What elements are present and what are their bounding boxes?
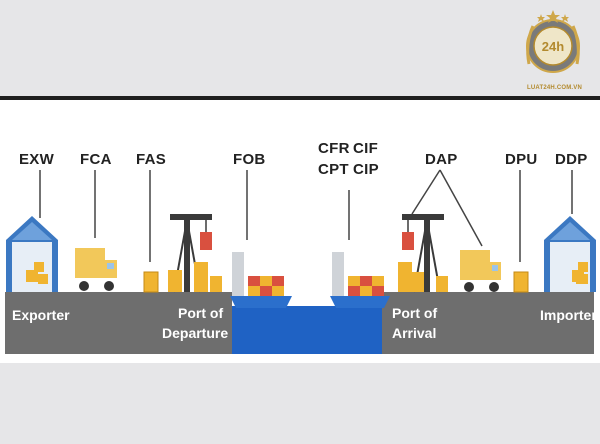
top-band bbox=[0, 0, 600, 96]
term-fca: FCA bbox=[80, 151, 112, 168]
fca-truck bbox=[75, 248, 117, 291]
place-exporter: Exporter bbox=[12, 307, 70, 323]
term-dpu: DPU bbox=[505, 151, 538, 168]
logo-emblem: 24h bbox=[526, 10, 580, 73]
arrival-crane bbox=[398, 214, 448, 293]
place-port-departure-line1: Port of bbox=[178, 305, 224, 321]
fas-cargo bbox=[143, 271, 159, 293]
importer-warehouse bbox=[544, 216, 596, 292]
pointer-dap-port bbox=[411, 169, 441, 215]
arrival-ship bbox=[330, 252, 390, 308]
place-port-arrival-line1: Port of bbox=[392, 305, 438, 321]
place-importer: Importer bbox=[540, 307, 597, 323]
term-cip: CIP bbox=[353, 161, 379, 178]
place-port-departure-line2: Departure bbox=[162, 325, 229, 341]
term-cif: CIF bbox=[353, 140, 379, 157]
term-fas: FAS bbox=[136, 151, 167, 168]
term-fob: FOB bbox=[233, 151, 266, 168]
sea bbox=[232, 306, 382, 354]
term-dap: DAP bbox=[425, 151, 458, 168]
term-ddp: DDP bbox=[555, 151, 588, 168]
exporter-warehouse bbox=[6, 216, 58, 292]
pointer-dap-truck bbox=[439, 169, 483, 247]
ground-right bbox=[382, 292, 594, 354]
logo-mark: 24h bbox=[542, 39, 564, 54]
term-cfr: CFR bbox=[318, 140, 350, 157]
place-port-arrival-line2: Arrival bbox=[392, 325, 437, 341]
ground-left bbox=[5, 292, 232, 354]
top-divider bbox=[0, 96, 600, 100]
departure-ship bbox=[230, 252, 292, 308]
term-exw: EXW bbox=[19, 151, 55, 168]
logo-site-text: LUAT24H.COM.VN bbox=[527, 85, 583, 91]
dap-truck bbox=[460, 250, 501, 292]
departure-crane bbox=[168, 214, 222, 293]
term-cpt: CPT bbox=[318, 161, 349, 178]
bottom-band bbox=[0, 363, 600, 444]
dpu-cargo bbox=[513, 271, 529, 293]
